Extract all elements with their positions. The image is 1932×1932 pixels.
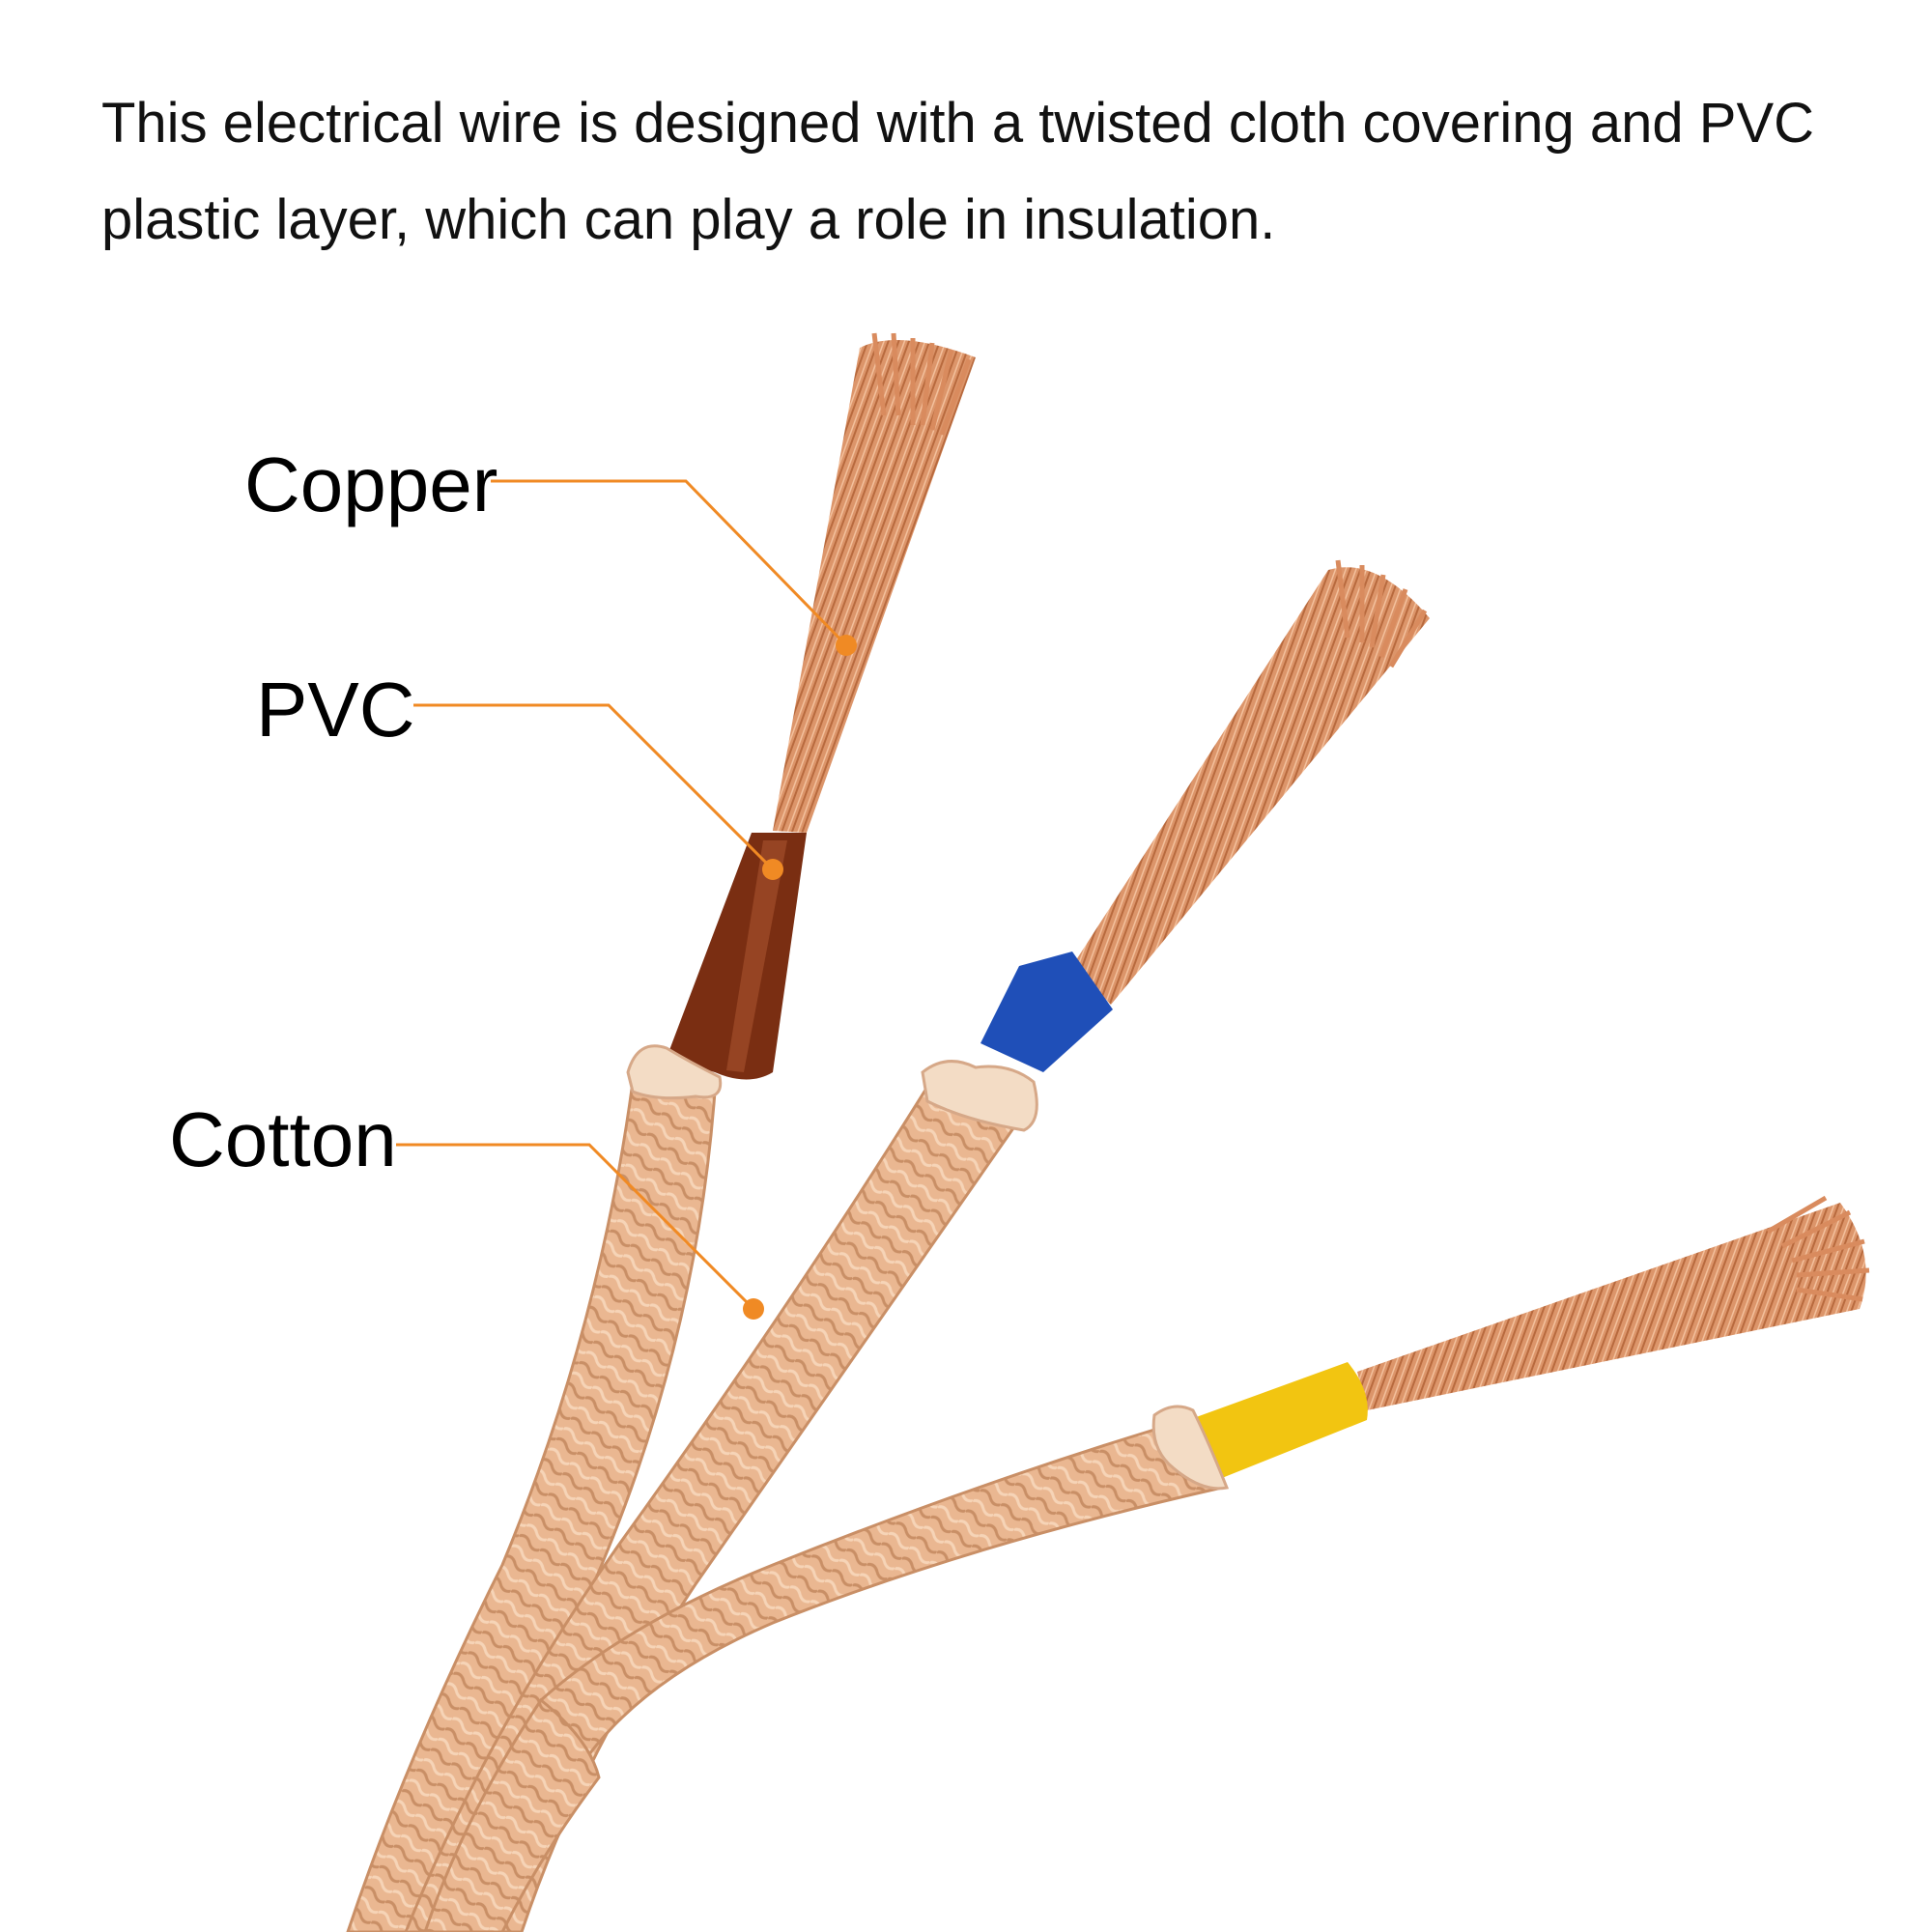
- callout-lines: [396, 479, 848, 1311]
- cotton-label: Cotton: [169, 1096, 397, 1182]
- cotton-braid: [346, 1070, 1225, 1932]
- description-text: This electrical wire is designed with a …: [101, 92, 1815, 251]
- copper-strands-blue: [1072, 559, 1430, 1005]
- copper-callout-dot: [836, 635, 857, 656]
- copper-strands-brown: [773, 332, 976, 833]
- copper-strands-yellow: [1357, 1195, 1870, 1410]
- frayed-cotton-ends: [626, 1044, 1230, 1491]
- pvc-label: PVC: [256, 667, 415, 753]
- copper-callout-line: [491, 479, 848, 647]
- cotton-callout-line: [396, 1143, 755, 1311]
- pvc-callout-line: [413, 703, 775, 871]
- pvc-jacket-blue: [980, 952, 1113, 1072]
- cotton-callout-dot: [743, 1298, 764, 1320]
- copper-label: Copper: [244, 441, 498, 527]
- pvc-jacket-yellow: [1188, 1362, 1368, 1478]
- pvc-callout-dot: [762, 859, 783, 880]
